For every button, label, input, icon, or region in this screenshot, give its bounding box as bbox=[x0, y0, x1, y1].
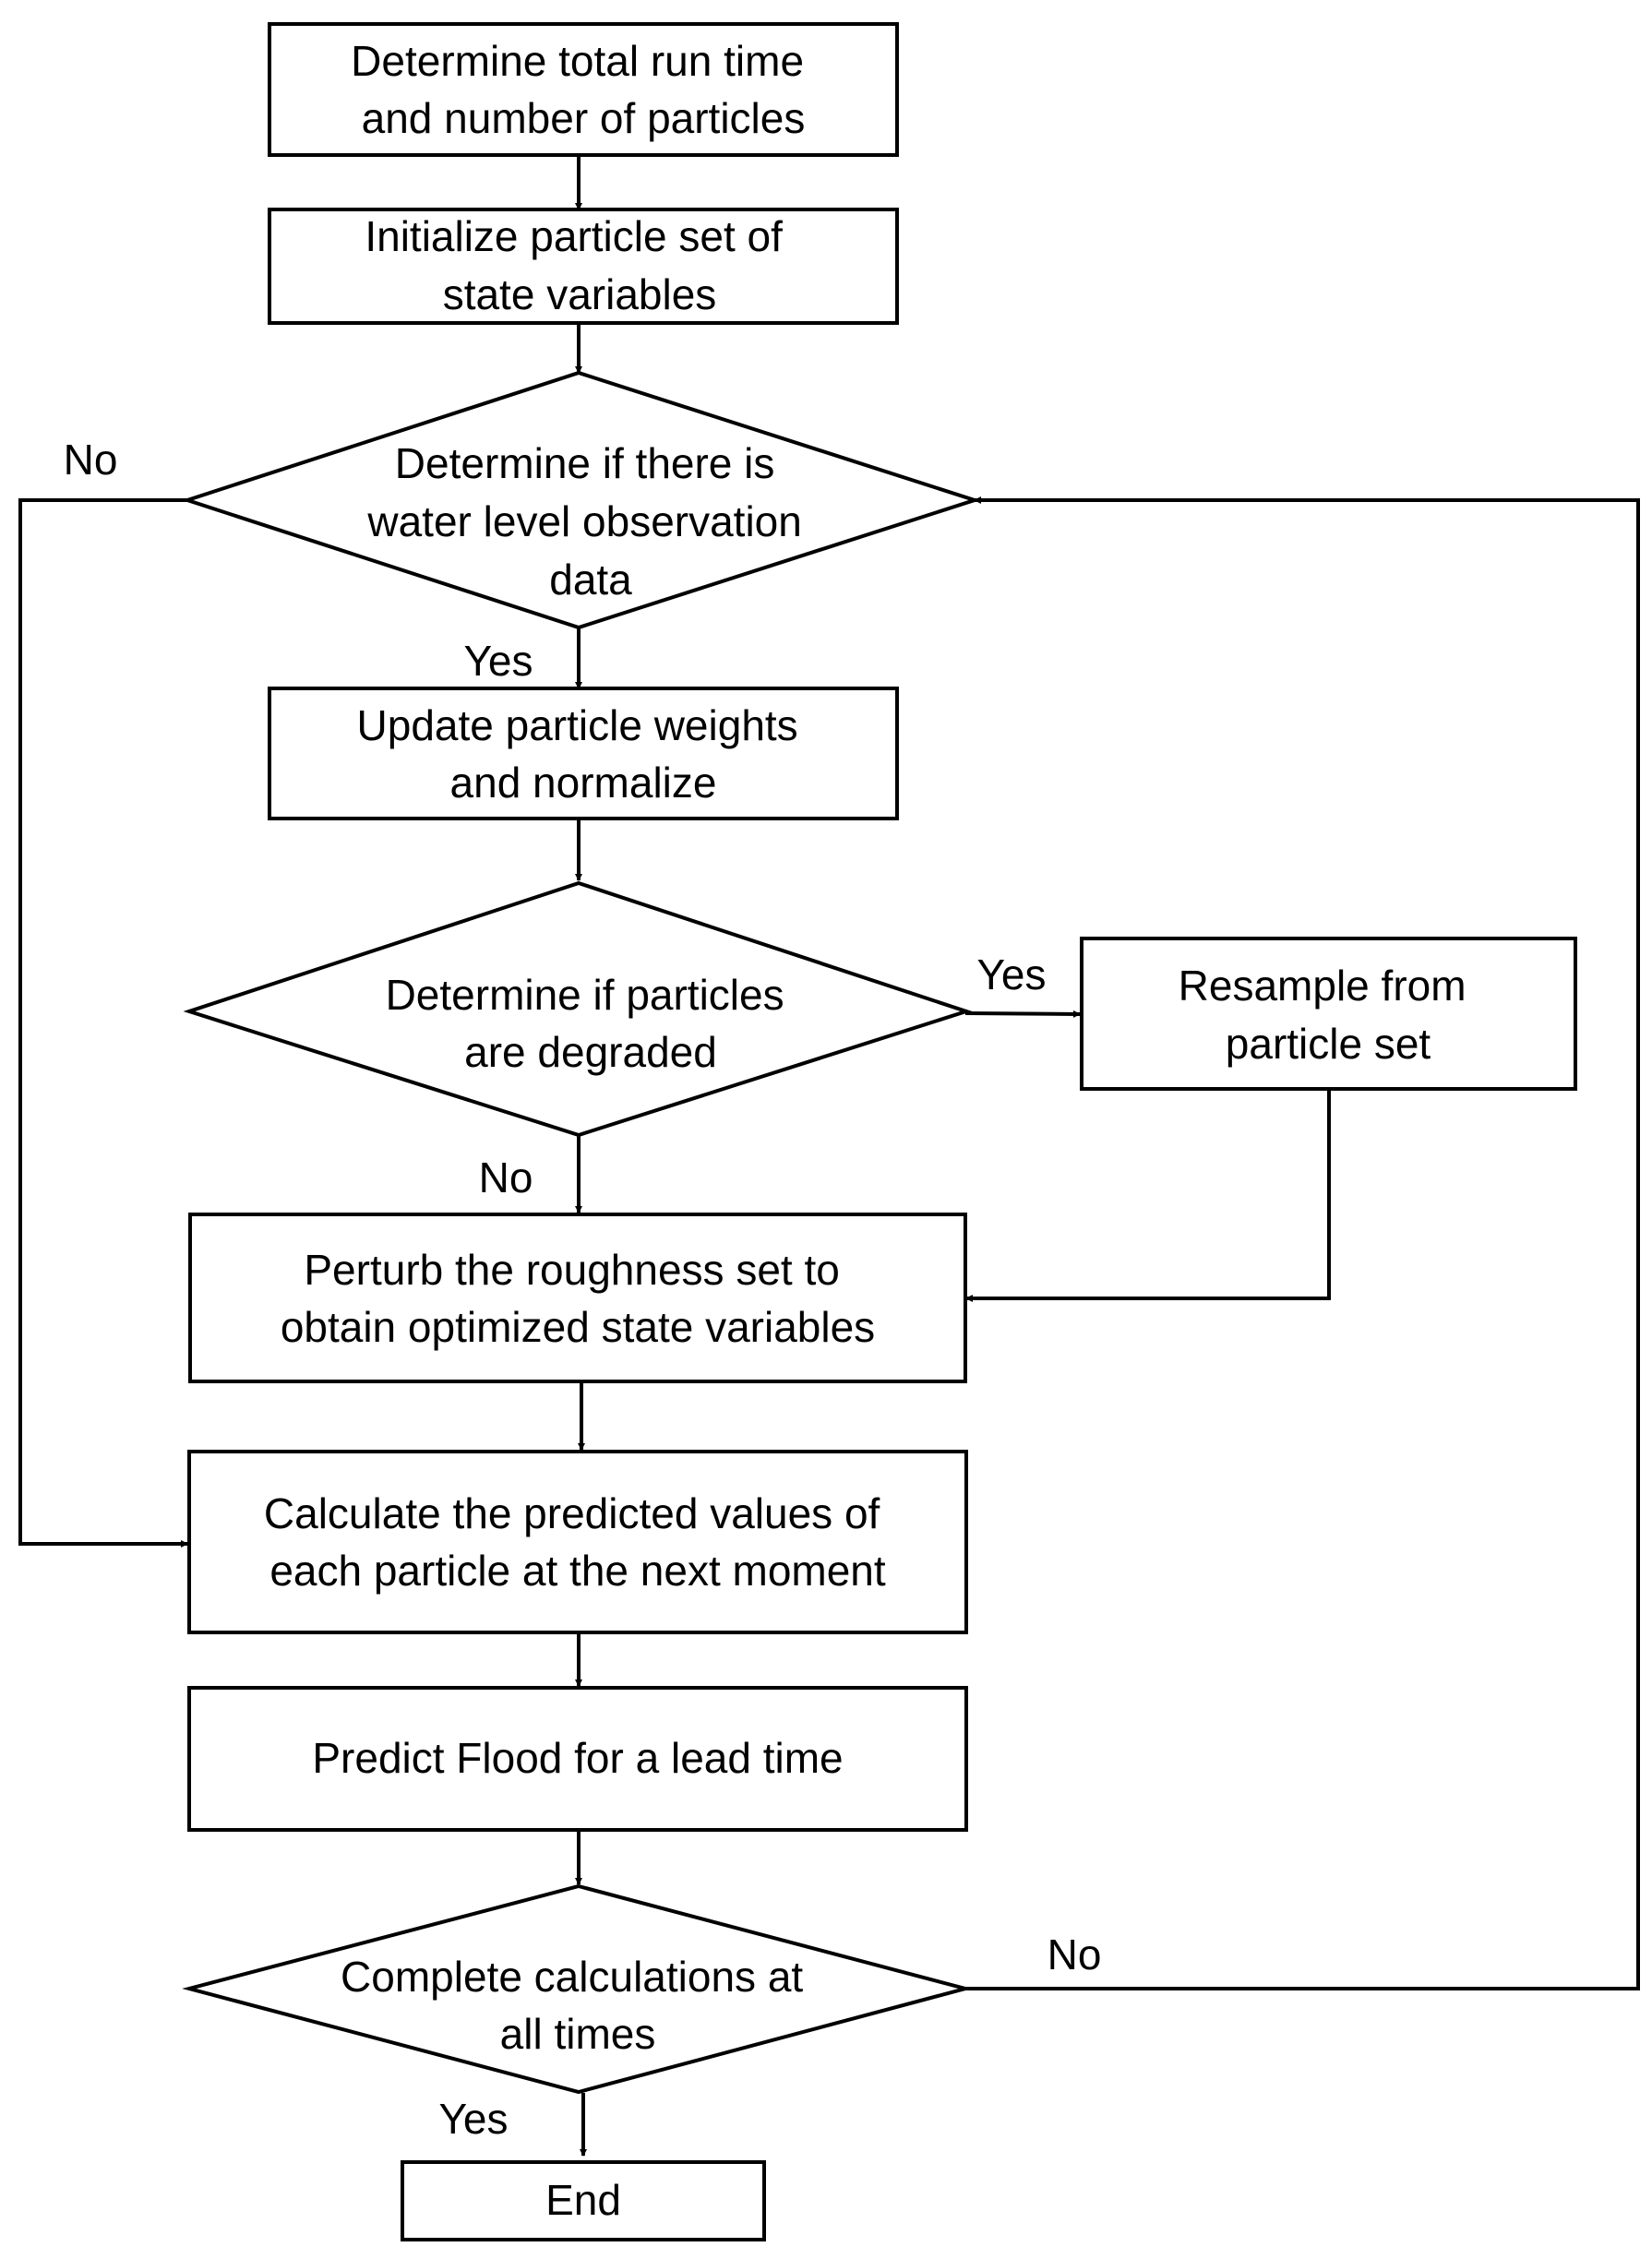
node-decision-degraded: Determine if particles are degraded bbox=[183, 880, 973, 1138]
node-label-line: Resample from bbox=[1179, 962, 1466, 1010]
node-determine-run-time: Determine total run time and number of p… bbox=[268, 22, 899, 157]
node-label-line: data bbox=[549, 556, 632, 604]
node-label: Determine if there is water level observ… bbox=[366, 439, 813, 604]
process-box bbox=[187, 1450, 968, 1634]
node-label: Determine total run time and number of p… bbox=[351, 37, 816, 142]
node-label: Calculate the predicted values of each p… bbox=[264, 1489, 892, 1595]
node-label-line: Update particle weights bbox=[357, 701, 798, 749]
node-label-line: and normalize bbox=[450, 759, 717, 807]
node-decision-observation: Determine if there is water level observ… bbox=[181, 370, 981, 630]
arrow-resample-to-perturb bbox=[965, 1090, 1331, 1302]
node-label-line: obtain optimized state variables bbox=[281, 1303, 875, 1351]
node-label-line: End bbox=[545, 2176, 621, 2224]
node-label-line: all times bbox=[500, 2010, 656, 2058]
node-label: Resample from particle set bbox=[1179, 962, 1478, 1068]
node-initialize-particles: Initialize particle set of state variabl… bbox=[268, 208, 899, 325]
connectors bbox=[18, 157, 1640, 2157]
edge-label-degraded-yes: Yes bbox=[976, 950, 1046, 998]
node-perturb-roughness: Perturb the roughness set to obtain opti… bbox=[188, 1213, 967, 1383]
node-label-line: water level observation bbox=[366, 497, 801, 545]
node-decision-complete: Complete calculations at all times bbox=[182, 1883, 973, 2095]
decision-diamond bbox=[183, 880, 973, 1138]
process-box bbox=[268, 208, 899, 325]
node-calculate-predicted: Calculate the predicted values of each p… bbox=[187, 1450, 968, 1634]
node-label: Determine if particles are degraded bbox=[386, 971, 796, 1076]
node-label-line: Calculate the predicted values of bbox=[264, 1489, 880, 1537]
edge-label-degraded-no: No bbox=[479, 1153, 533, 1201]
node-label: Update particle weights and normalize bbox=[357, 701, 810, 807]
process-box bbox=[187, 1686, 968, 1832]
node-label-line: Determine if there is bbox=[395, 439, 775, 487]
node-label-line: Predict Flood for a lead time bbox=[312, 1734, 843, 1782]
arrow-degraded-yes-to-resample bbox=[964, 1010, 1081, 1018]
process-box bbox=[1080, 937, 1577, 1091]
node-label-line: Determine total run time bbox=[351, 37, 804, 85]
process-box bbox=[268, 687, 899, 820]
node-label: Predict Flood for a lead time bbox=[312, 1734, 843, 1782]
process-box bbox=[268, 22, 899, 157]
decision-diamond bbox=[182, 1883, 973, 2095]
node-label-line: Initialize particle set of bbox=[365, 212, 783, 260]
node-label: Perturb the roughness set to obtain opti… bbox=[281, 1246, 875, 1351]
node-label: Complete calculations at all times bbox=[341, 1953, 815, 2058]
node-label-line: Complete calculations at bbox=[341, 1953, 803, 2001]
edge-label-observation-no: No bbox=[64, 436, 118, 484]
node-predict-flood: Predict Flood for a lead time bbox=[187, 1686, 968, 1832]
node-label-line: are degraded bbox=[464, 1028, 717, 1076]
node-label-line: each particle at the next moment bbox=[269, 1547, 886, 1595]
node-end: End bbox=[401, 2160, 766, 2241]
edge-labels: No Yes Yes No No Yes bbox=[64, 436, 1102, 2143]
node-resample: Resample from particle set bbox=[1080, 937, 1577, 1091]
arrow-complete-no-to-observation bbox=[965, 496, 1640, 1990]
node-label-line: and number of particles bbox=[362, 94, 806, 142]
node-label-line: Determine if particles bbox=[386, 971, 784, 1019]
process-box bbox=[188, 1213, 967, 1383]
edge-label-observation-yes: Yes bbox=[463, 637, 533, 685]
decision-diamond bbox=[181, 370, 981, 630]
node-label-line: particle set bbox=[1226, 1020, 1431, 1068]
edge-label-complete-yes: Yes bbox=[438, 2095, 508, 2143]
node-label-line: state variables bbox=[443, 270, 717, 318]
edge-label-complete-no: No bbox=[1047, 1930, 1102, 1978]
node-label: End bbox=[545, 2176, 621, 2224]
node-label: Initialize particle set of state variabl… bbox=[365, 212, 794, 318]
arrow-observation-no-to-calculate bbox=[18, 498, 188, 1548]
terminal-box bbox=[401, 2160, 766, 2241]
node-label-line: Perturb the roughness set to bbox=[304, 1246, 839, 1294]
node-update-weights: Update particle weights and normalize bbox=[268, 687, 899, 820]
